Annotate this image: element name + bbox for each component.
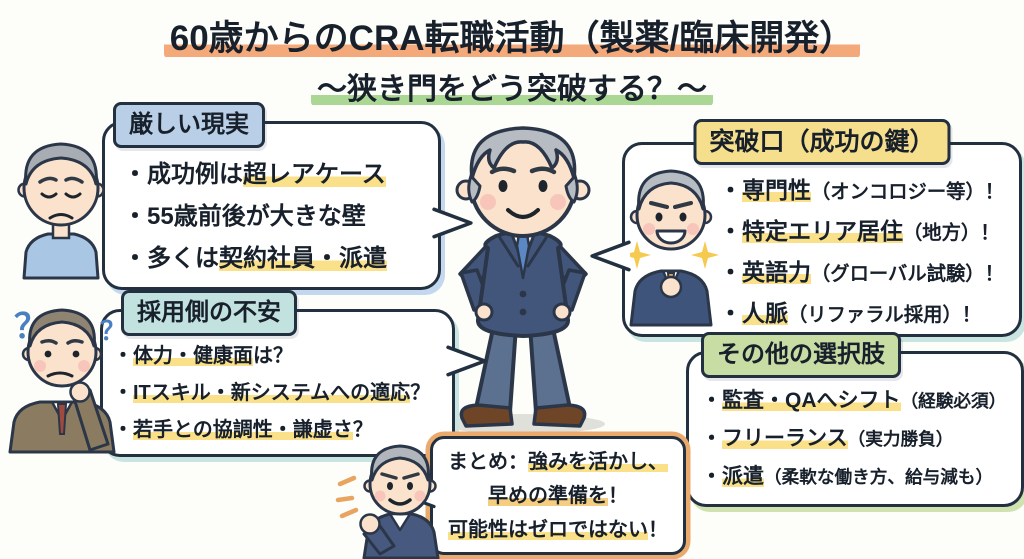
- item-highlight: 監査・QAへシフト: [722, 389, 901, 412]
- list-item: ・監査・QAへシフト（経験必須）: [701, 382, 1021, 420]
- summary-line: まとめ：強みを活かし、: [433, 445, 683, 479]
- sparkle-icon: [691, 241, 719, 269]
- bubble-breakthrough-header: 突破口（成功の鍵）: [693, 119, 951, 165]
- item-text: ・成功例は: [123, 161, 243, 188]
- worried-senior-illustration: ？ ？: [2, 296, 134, 454]
- subtitle-text: ～狭き門をどう突破する？～: [311, 73, 713, 106]
- item-text: ・: [719, 218, 742, 244]
- item-highlight: フリーランス: [722, 427, 848, 450]
- bubble-other-options: その他の選択肢 ・監査・QAへシフト（経験必須） ・フリーランス（実力勝負） ・…: [686, 332, 1024, 507]
- item-text: （地方）！: [903, 223, 1000, 244]
- list-item: ・フリーランス（実力勝負）: [701, 420, 1021, 458]
- item-text: （経験必須）: [900, 391, 1007, 411]
- item-text: ・: [113, 345, 133, 367]
- summary-text: ！: [608, 485, 628, 507]
- speech-tail: [446, 342, 488, 380]
- main-senior-cra-illustration: [428, 124, 618, 436]
- bubble-other-options-header: その他の選択肢: [701, 332, 901, 378]
- summary-highlight: 可能性はゼロではない: [448, 519, 648, 541]
- speech-tail: [589, 237, 631, 275]
- item-text: ？: [352, 419, 373, 441]
- item-text: ・: [719, 259, 742, 285]
- summary-box: まとめ：強みを活かし、 早めの準備を！ 可能性はゼロではない！: [401, 436, 686, 555]
- list-item: ・成功例は超レアケース: [123, 154, 438, 196]
- item-highlight: ITスキル・新システムへの適応: [133, 382, 411, 404]
- item-text: （リファラル採用）！: [788, 305, 982, 326]
- list-item: ・専門性（オンコロジー等）！: [719, 171, 1019, 212]
- item-text: ・: [113, 382, 133, 404]
- item-highlight: 特定エリア居住: [742, 218, 903, 244]
- item-text: は？: [253, 345, 293, 367]
- item-text: ・: [719, 177, 742, 203]
- cheering-senior-illustration: [334, 442, 454, 559]
- item-text: ・: [719, 300, 742, 326]
- sparkle-icon: [623, 241, 651, 269]
- item-text: （実力勝負）: [847, 429, 954, 449]
- speech-tail: [432, 204, 474, 242]
- bubble-harsh-reality-list: ・成功例は超レアケース ・55歳前後が大きな壁 ・多くは契約社員・派遣: [123, 154, 438, 280]
- list-item: ・ITスキル・新システムへの適応？: [113, 375, 452, 412]
- main-title-text: 60歳からのCRA転職活動（製薬/臨床開発）: [163, 19, 861, 58]
- bubble-other-options-list: ・監査・QAへシフト（経験必須） ・フリーランス（実力勝負） ・派遣（柔軟な働き…: [701, 382, 1021, 496]
- item-text: ・: [113, 419, 133, 441]
- item-highlight: 専門性: [742, 177, 811, 203]
- list-item: ・多くは契約社員・派遣: [123, 238, 438, 280]
- list-item: ・特定エリア居住（地方）！: [719, 212, 1019, 253]
- title-block: 60歳からのCRA転職活動（製薬/臨床開発） ～狭き門をどう突破する？～: [0, 10, 1024, 108]
- item-text: ・55歳前後が大きな壁: [123, 203, 366, 230]
- summary-line: 早めの準備を！: [433, 479, 683, 513]
- summary-text: まとめ：: [448, 451, 528, 473]
- list-item: ・体力・健康面は？: [113, 338, 452, 375]
- bubble-employer-concerns: 採用側の不安 ・体力・健康面は？ ・ITスキル・新システムへの適応？ ・若手との…: [100, 290, 487, 457]
- list-item: ・55歳前後が大きな壁: [123, 196, 438, 238]
- list-item: ・若手との協調性・謙虚さ？: [113, 412, 452, 449]
- sad-senior-illustration: [10, 138, 112, 280]
- summary-highlight: 強みを活かし、: [528, 451, 668, 473]
- bubble-harsh-reality: 厳しい現実 ・成功例は超レアケース ・55歳前後が大きな壁 ・多くは契約社員・派…: [102, 102, 473, 290]
- item-text: （グローバル試験）！: [811, 264, 1004, 285]
- item-highlight: 派遣: [722, 465, 764, 488]
- subtitle: ～狭き門をどう突破する？～: [0, 64, 1024, 108]
- summary-lines: まとめ：強みを活かし、 早めの準備を！ 可能性はゼロではない！: [433, 439, 683, 547]
- item-highlight: 英語力: [742, 259, 811, 285]
- summary-highlight: 早めの準備を: [488, 485, 608, 507]
- question-mark-icon: ？: [100, 316, 126, 346]
- item-highlight: 人脈: [742, 300, 788, 326]
- item-text: ・: [701, 465, 722, 488]
- item-highlight: 体力・健康面: [133, 345, 253, 367]
- bubble-employer-concerns-list: ・体力・健康面は？ ・ITスキル・新システムへの適応？ ・若手との協調性・謙虚さ…: [113, 338, 452, 449]
- list-item: ・英語力（グローバル試験）！: [719, 253, 1019, 294]
- bubble-harsh-reality-header: 厳しい現実: [113, 102, 265, 148]
- bubble-employer-concerns-header: 採用側の不安: [121, 290, 297, 336]
- item-highlight: 若手との協調性・謙虚さ: [133, 419, 353, 441]
- item-highlight: 超レアケース: [243, 161, 386, 188]
- item-text: ？: [410, 382, 431, 404]
- item-text: ・多くは: [123, 245, 219, 272]
- bubble-breakthrough: 突破口（成功の鍵）: [590, 119, 1022, 337]
- list-item: ・人脈（リファラル採用）！: [719, 294, 1019, 335]
- summary-line: 可能性はゼロではない！: [433, 513, 683, 547]
- item-text: （柔軟な働き方、給与減も）: [764, 467, 994, 487]
- item-highlight: 契約社員・派遣: [219, 245, 387, 272]
- motion-lines-icon: [335, 475, 359, 519]
- list-item: ・派遣（柔軟な働き方、給与減も）: [701, 458, 1021, 496]
- summary-text: ！: [648, 519, 668, 541]
- happy-senior-illustration: [623, 159, 719, 327]
- item-text: （オンコロジー等）！: [811, 182, 1005, 203]
- bubble-breakthrough-list: ・専門性（オンコロジー等）！ ・特定エリア居住（地方）！ ・英語力（グローバル試…: [719, 171, 1019, 335]
- item-text: ・: [701, 389, 722, 412]
- item-text: ・: [701, 427, 722, 450]
- main-title: 60歳からのCRA転職活動（製薬/臨床開発）: [0, 10, 1024, 61]
